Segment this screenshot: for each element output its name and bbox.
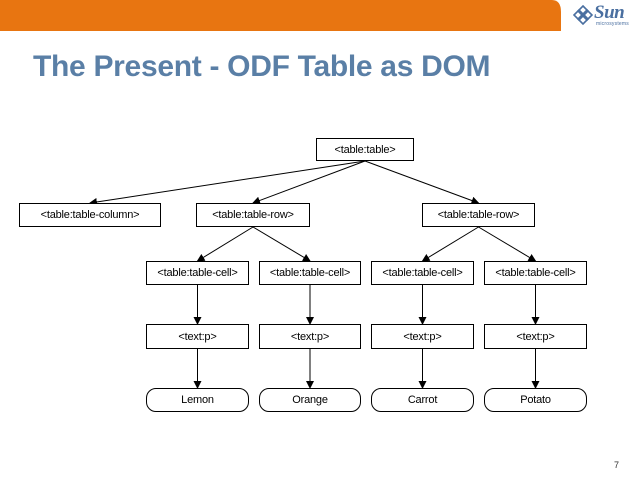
orange-banner-shape — [0, 0, 561, 31]
page-number: 7 — [614, 460, 620, 470]
node-text-p-3: <text:p> — [371, 324, 474, 349]
sun-logo-icon — [573, 5, 593, 25]
edge-row1-to-cell1 — [196, 226, 254, 262]
node-text-p-1: <text:p> — [146, 324, 249, 349]
sun-logo-wordmark: Sun — [594, 2, 625, 23]
node-table-row-1: <table:table-row> — [196, 203, 310, 227]
leaf-orange: Orange — [259, 388, 361, 412]
leaf-carrot: Carrot — [371, 388, 474, 412]
node-table-column: <table:table-column> — [19, 203, 161, 227]
top-banner — [0, 0, 638, 31]
edge-row2-to-cell4 — [478, 226, 537, 262]
node-text-p-4: <text:p> — [484, 324, 587, 349]
edge-row1-to-cell2 — [252, 226, 311, 262]
edge-table-to-row2 — [364, 160, 480, 205]
edge-row2-to-cell3 — [421, 226, 479, 262]
leaf-potato: Potato — [484, 388, 587, 412]
node-text-p-2: <text:p> — [259, 324, 361, 349]
edge-table-to-row1 — [252, 160, 366, 205]
node-table-cell-2: <table:table-cell> — [259, 261, 361, 285]
node-table: <table:table> — [316, 138, 414, 161]
leaf-lemon: Lemon — [146, 388, 249, 412]
slide-title: The Present - ODF Table as DOM — [33, 50, 491, 83]
node-table-cell-1: <table:table-cell> — [146, 261, 249, 285]
node-table-cell-4: <table:table-cell> — [484, 261, 587, 285]
node-table-row-2: <table:table-row> — [422, 203, 535, 227]
edge-table-to-column — [89, 160, 366, 206]
sun-logo: Sun microsystems — [572, 2, 634, 30]
sun-logo-subtitle: microsystems — [596, 21, 629, 27]
node-table-cell-3: <table:table-cell> — [371, 261, 474, 285]
